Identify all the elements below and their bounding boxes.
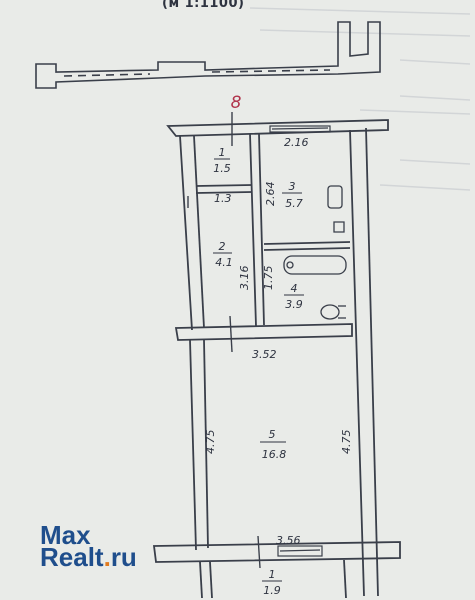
lower-room-area: 1.9 bbox=[263, 584, 281, 597]
dim-main-right-height: 4.75 bbox=[340, 430, 353, 455]
dim-main-bottom-width: 3.56 bbox=[276, 534, 301, 547]
dim-main-top-width: 3.52 bbox=[252, 348, 277, 361]
dim-room3-height: 2.64 bbox=[264, 182, 277, 207]
room-4-area: 3.9 bbox=[285, 298, 303, 311]
windows bbox=[269, 125, 331, 557]
room-1-number: 1 bbox=[219, 146, 226, 159]
room-labels: 8 1 1.5 2 4.1 3 5.7 4 3.9 5 16.8 1 1.9 bbox=[213, 93, 304, 597]
top-wall-strip bbox=[35, 21, 381, 89]
logo-line-2: Realt.ru bbox=[40, 544, 137, 570]
dim-room2-height: 3.16 bbox=[238, 266, 251, 291]
apartment-number: 8 bbox=[231, 93, 242, 113]
logo-tld: ru bbox=[110, 542, 137, 572]
dimension-labels: 2.16 1.3 2.64 3.16 1.75 3.52 4.75 4.75 3… bbox=[204, 136, 353, 547]
apartment-walls bbox=[152, 119, 401, 599]
room-1-area: 1.5 bbox=[213, 162, 231, 175]
dim-top-right-width: 2.16 bbox=[284, 136, 309, 149]
drain-icon bbox=[286, 261, 294, 269]
door-markers bbox=[187, 112, 261, 569]
dim-room4-height: 1.75 bbox=[262, 266, 275, 291]
faded-background-text bbox=[249, 7, 471, 191]
room-2-number: 2 bbox=[219, 240, 226, 253]
room-4-number: 4 bbox=[291, 282, 298, 295]
bathtub-icon bbox=[283, 255, 347, 275]
logo-dot: . bbox=[103, 542, 111, 572]
room-5-number: 5 bbox=[269, 428, 276, 441]
room-3-area: 5.7 bbox=[285, 197, 303, 210]
logo-name: Realt bbox=[40, 542, 104, 572]
dim-main-left-height: 4.75 bbox=[204, 430, 217, 455]
maxrealt-logo: Max Realt.ru bbox=[40, 520, 137, 570]
dim-hall-width: 1.3 bbox=[214, 192, 232, 205]
scale-caption: (м 1:1100) bbox=[162, 0, 245, 11]
toilet-icon bbox=[320, 304, 340, 320]
room-3-number: 3 bbox=[289, 180, 296, 193]
logo-line-1: Max bbox=[40, 520, 91, 550]
room-5-area: 16.8 bbox=[262, 448, 287, 461]
sink-icon bbox=[327, 185, 343, 209]
room-2-area: 4.1 bbox=[215, 256, 233, 269]
plumbing-fixtures bbox=[283, 185, 347, 320]
lower-room-number: 1 bbox=[269, 568, 276, 581]
